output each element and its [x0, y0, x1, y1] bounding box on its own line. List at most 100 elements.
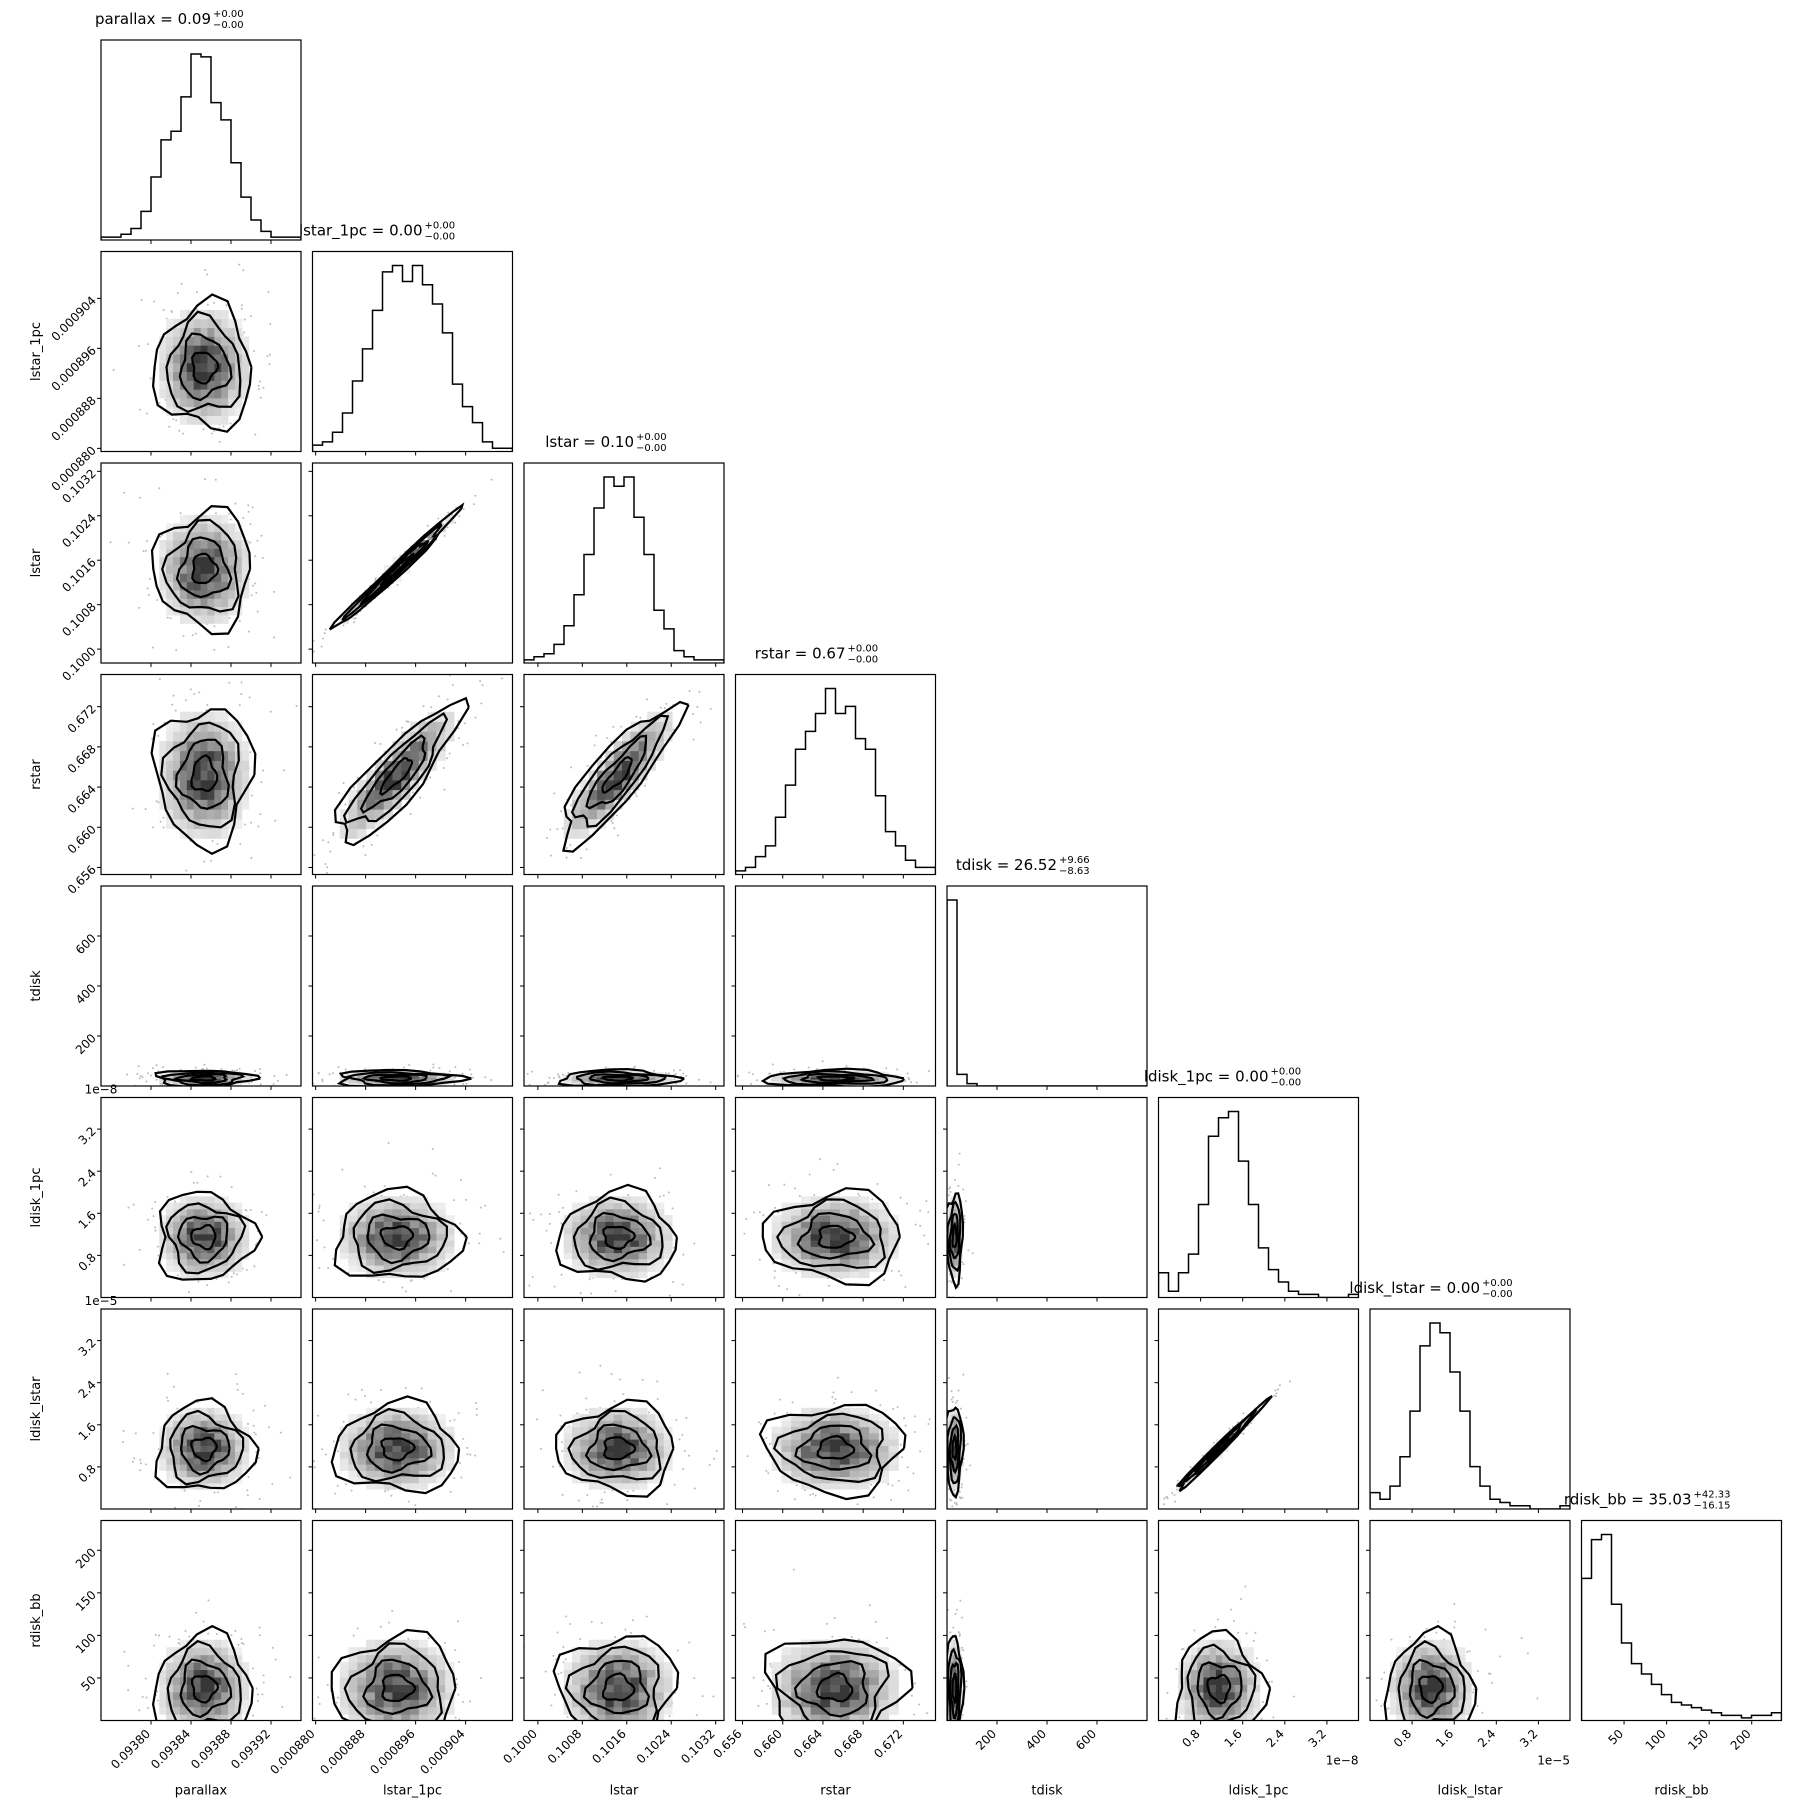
density-cell [173, 1240, 181, 1247]
density-cell [572, 1079, 581, 1081]
density-cell [339, 1233, 350, 1241]
density-cell [374, 760, 385, 771]
density-cell [392, 770, 402, 781]
density-cell [173, 1202, 181, 1210]
density-cell [166, 531, 174, 541]
density-cell [228, 564, 236, 574]
density-cell [630, 1070, 640, 1073]
density-cell [366, 1077, 376, 1080]
contour-line [555, 1183, 678, 1283]
density-cell [781, 1240, 792, 1247]
density-cell [622, 1208, 631, 1216]
scatter-point [158, 678, 161, 681]
density-cell [207, 1252, 215, 1260]
scatter-point [949, 1190, 952, 1193]
contour-line [776, 1198, 886, 1269]
density-cell [159, 371, 167, 381]
density-cell [228, 770, 236, 781]
density-cell [572, 1081, 581, 1084]
scatter-point [122, 1429, 125, 1432]
density-cell [241, 760, 250, 771]
density-cell [597, 809, 606, 820]
density-cell [771, 1077, 782, 1080]
density-cell [605, 1072, 615, 1074]
density-cell [166, 327, 174, 337]
density-cell [392, 1227, 402, 1235]
density-cell [410, 750, 420, 761]
density-cell [366, 809, 376, 820]
density-cell [638, 1233, 648, 1241]
density-cell [207, 614, 215, 624]
scatter-point [957, 1313, 959, 1315]
density-cell [159, 539, 167, 549]
density-cell [179, 1426, 188, 1434]
scatter-point [257, 384, 260, 387]
scatter-point [672, 1069, 675, 1072]
density-cell [956, 1258, 958, 1266]
density-cell [663, 1215, 673, 1222]
density-cell [207, 799, 215, 810]
histogram-rstar [735, 687, 936, 875]
density-cell [357, 779, 367, 791]
density-cell [951, 1246, 954, 1254]
density-cell [214, 1258, 222, 1266]
scatter-point [432, 1066, 435, 1069]
scatter-point [404, 1290, 407, 1293]
scatter-point [900, 1274, 903, 1277]
density-cell [166, 818, 174, 830]
scatter-point [620, 725, 623, 728]
density-cell [572, 1221, 581, 1229]
density-cell [207, 362, 215, 373]
density-cell [200, 1077, 208, 1080]
density-cell [436, 1208, 446, 1216]
contour-line [150, 504, 252, 636]
density-cell [173, 548, 181, 558]
density-cell [647, 711, 656, 722]
contour-line [359, 734, 427, 814]
contour-line [191, 552, 220, 585]
density-cell [186, 818, 195, 830]
density-cell [605, 1196, 615, 1204]
density-cell [820, 1227, 831, 1235]
density-cell [348, 1246, 358, 1254]
density-cell [228, 345, 236, 355]
density-cell [859, 1077, 870, 1080]
density-cell [638, 1240, 648, 1247]
density-cell [173, 1081, 181, 1084]
scatter-point [582, 1091, 584, 1093]
density-cell [869, 1221, 880, 1229]
scatter-point [652, 1069, 655, 1072]
scatter-point [247, 630, 250, 633]
density-cell [241, 548, 250, 558]
density-cell [159, 799, 167, 810]
density-cell [357, 1240, 367, 1247]
density-cell [859, 1072, 870, 1074]
density-cell [179, 309, 188, 320]
density-cell [810, 1215, 821, 1222]
density-cell [228, 336, 236, 346]
density-cell [781, 1202, 792, 1210]
density-cell [630, 1252, 640, 1260]
density-cell [392, 1202, 402, 1210]
density-cell [781, 1258, 792, 1266]
density-cell [166, 336, 174, 346]
scatter-point [341, 1168, 344, 1171]
density-cell [869, 1075, 880, 1078]
density-cell [179, 614, 188, 624]
density-cell [228, 779, 236, 791]
scatter-point [206, 303, 209, 306]
contour-line [799, 1072, 876, 1085]
scatter-point [249, 1209, 252, 1212]
panel-rstar-vs-parallax [131, 678, 298, 872]
scatter-point [915, 1081, 918, 1084]
scatter-point [762, 1214, 765, 1217]
density-cell [214, 1202, 222, 1210]
density-cell [234, 721, 243, 732]
scatter-point [235, 1069, 238, 1072]
scatter-point [157, 801, 160, 804]
density-cell [186, 1476, 195, 1484]
density-cell [214, 1076, 222, 1079]
density-cell [339, 1215, 350, 1222]
scatter-point [202, 428, 205, 431]
scatter-point [962, 1263, 965, 1266]
